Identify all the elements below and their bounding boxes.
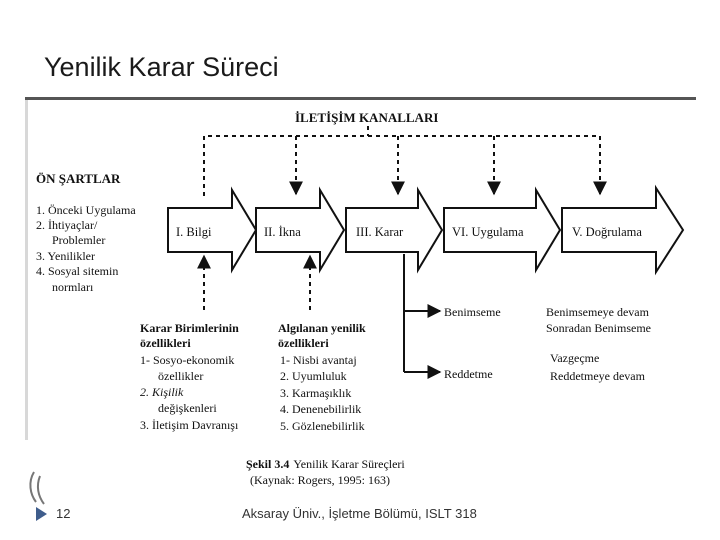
decision-unit-line: 3. İletişim Davranışı (140, 418, 239, 432)
stage-arrow-confirmation (561, 184, 685, 276)
reject-result: Vazgeçme (550, 351, 599, 365)
preconditions-list: 1. Önceki Uygulama 2. İhtiyaçlar/ Proble… (36, 203, 136, 294)
perceived-line: 2. Uyumluluk (280, 369, 347, 383)
stage-label-decision: III. Karar (356, 225, 404, 239)
decision-unit-line: özellikler (158, 369, 203, 383)
page-number: 12 (56, 506, 71, 521)
figure-source: (Kaynak: Rogers, 1995: 163) (250, 473, 390, 487)
slide-title: Yenilik Karar Süreci (44, 52, 279, 82)
decision-unit-heading: Karar Birimlerinin (140, 321, 239, 335)
preconditions-heading: ÖN ŞARTLAR (36, 171, 121, 186)
precondition-line: 2. İhtiyaçlar/ (36, 218, 98, 232)
figure-caption: Şekil 3.4 Yenilik Karar Süreçleri (246, 457, 405, 471)
precondition-line: 4. Sosyal sitemin (36, 264, 118, 278)
outcome-adopt: Benimseme (444, 305, 501, 319)
decorative-curl-icon (29, 471, 45, 505)
title-divider (25, 97, 696, 100)
adopt-result: Sonradan Benimseme (546, 321, 651, 335)
stage-label-confirmation: V. Doğrulama (572, 225, 642, 239)
decision-unit-line: değişkenleri (158, 401, 217, 415)
caption-title: Şekil 3.4 (246, 457, 289, 471)
caption-title-rest: Yenilik Karar Süreçleri (293, 457, 405, 471)
precondition-line: 1. Önceki Uygulama (36, 203, 136, 217)
stage-arrow-implementation (443, 186, 562, 274)
stage-arrow-persuasion (255, 186, 346, 274)
perceived-line: 1- Nisbi avantaj (280, 353, 357, 367)
reject-result: Reddetmeye devam (550, 369, 646, 383)
stage-label-implementation: VI. Uygulama (452, 225, 524, 239)
stage-arrows (167, 184, 685, 276)
perceived-line: 4. Denenebilirlik (280, 402, 361, 416)
precondition-line: normları (52, 280, 94, 294)
adopt-result: Benimsemeye devam (546, 305, 650, 319)
perceived-heading: özellikleri (278, 336, 329, 350)
stage-arrow-decision (345, 186, 444, 274)
precondition-line: Problemler (52, 233, 105, 247)
stage-label-persuasion: II. İkna (264, 225, 301, 239)
perceived-characteristics: Algılanan yenilik özellikleri 1- Nisbi a… (278, 321, 366, 433)
perceived-heading: Algılanan yenilik (278, 321, 366, 335)
decision-unit-line: 2. Kişilik (140, 385, 184, 399)
stage-labels: I. Bilgi II. İkna III. Karar VI. Uygulam… (176, 225, 642, 239)
decision-unit-line: 1- Sosyo-ekonomik (140, 353, 234, 367)
footer-bullet-icon (36, 507, 47, 521)
decision-unit-heading: özellikleri (140, 336, 191, 350)
decision-unit-characteristics: Karar Birimlerinin özellikleri 1- Sosyo-… (140, 321, 239, 432)
perceived-line: 3. Karmaşıklık (280, 386, 351, 400)
decision-branch-lines (403, 254, 442, 379)
stage-label-knowledge: I. Bilgi (176, 225, 212, 239)
precondition-line: 3. Yenilikler (36, 249, 95, 263)
channels-label: İLETİŞİM KANALLARI (295, 110, 438, 125)
outcome-results: Benimsemeye devam Sonradan Benimseme Vaz… (546, 305, 651, 383)
channels-dashed-lines (197, 126, 607, 310)
outcome-reject: Reddetme (444, 367, 493, 381)
footer-text: Aksaray Üniv., İşletme Bölümü, ISLT 318 (242, 506, 477, 521)
scan-edge (25, 100, 28, 440)
stage-arrow-knowledge (167, 186, 258, 274)
perceived-line: 5. Gözlenebilirlik (280, 419, 365, 433)
